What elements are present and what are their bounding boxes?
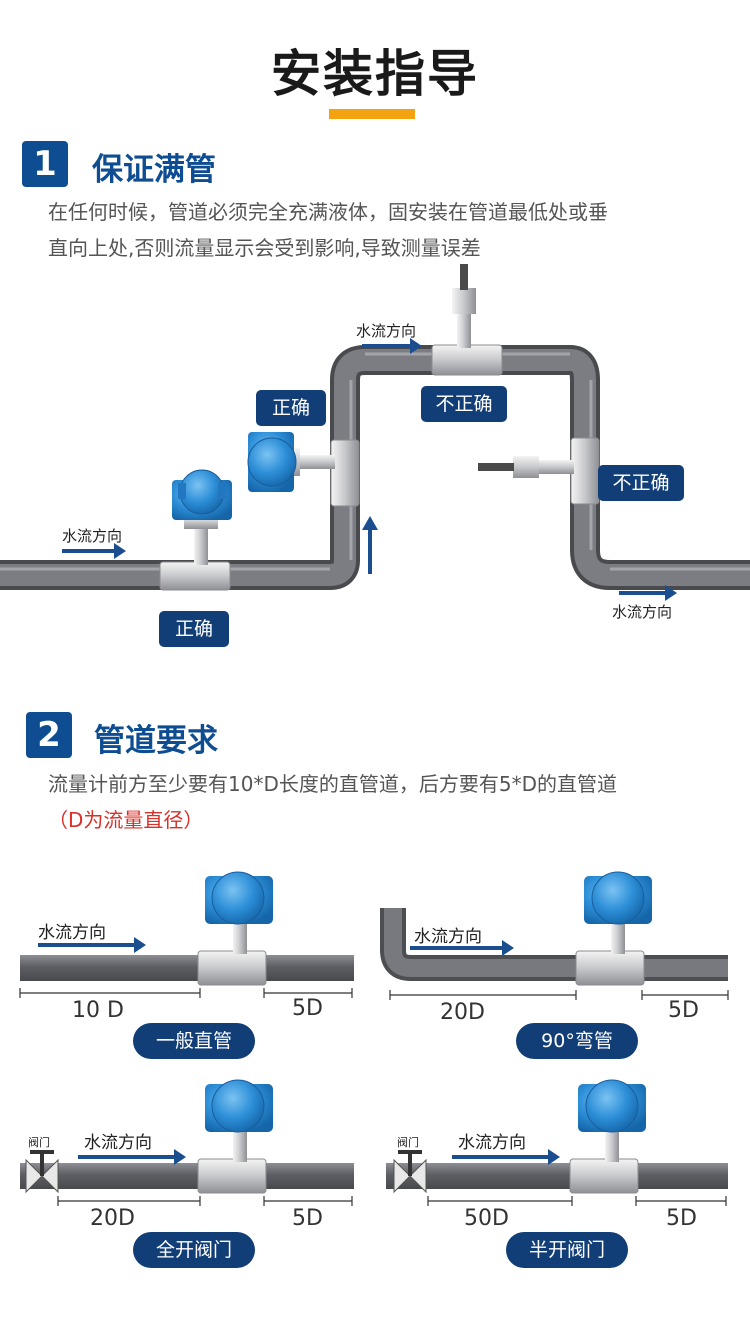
diagram-a-name: 一般直管: [133, 1023, 255, 1059]
diagram-c-valve-label: 阀门: [28, 1136, 50, 1149]
flow-arrow-icon: [62, 338, 677, 601]
section2-number: 2: [26, 712, 72, 758]
valve-icon: [25, 1150, 59, 1194]
section2-desc-line1: 流量计前方至少要有10*D长度的直管道，后方要有5*D的直管道: [48, 772, 617, 796]
diagram-d-upstream: 50D: [464, 1206, 509, 1231]
pipe-elbow: [380, 871, 728, 986]
flow-meter-icon: [159, 469, 232, 591]
diagram-d-downstream: 5D: [666, 1206, 697, 1231]
page-title: 安装指导: [271, 45, 479, 103]
badge-incorrect-1: 不正确: [421, 386, 507, 422]
badge-incorrect-2: 不正确: [598, 465, 684, 501]
diagram-d-valve-label: 阀门: [397, 1136, 419, 1149]
section1-title: 保证满管: [92, 152, 216, 188]
diagram-c-name: 全开阀门: [133, 1232, 255, 1268]
diagram-d-flow-label: 水流方向: [458, 1133, 526, 1153]
title-underline: [329, 109, 415, 119]
flow-meter-icon: [431, 264, 503, 376]
diagram-b-downstream: 5D: [668, 998, 699, 1023]
diagram-b-flow-label: 水流方向: [414, 927, 482, 947]
diagram-b-upstream: 20D: [440, 1000, 485, 1025]
flow-arrow-icon: [78, 1149, 186, 1165]
flow-meter-icon: [247, 432, 360, 507]
section1-desc-line2: 直向上处,否则流量显示会受到影响,导致测量误差: [48, 236, 481, 260]
flow-label-3: 水流方向: [612, 603, 673, 621]
flow-label-1: 水流方向: [62, 527, 123, 545]
pipe-valve-half: [386, 1079, 728, 1194]
pipe-straight: [20, 871, 354, 986]
diagram-c-upstream: 20D: [90, 1206, 135, 1231]
flow-arrow-icon: [410, 940, 514, 956]
section1-number: 1: [22, 141, 68, 187]
section2-desc-line2: （D为流量直径）: [48, 808, 204, 832]
section1-desc: 在任何时候，管道必须完全充满液体，固安装在管道最低处或垂 直向上处,否则流量显示…: [48, 194, 608, 266]
badge-correct-2: 正确: [256, 390, 326, 426]
flow-label-2: 水流方向: [356, 322, 417, 340]
flow-arrow-icon: [452, 1149, 560, 1165]
section1-desc-line1: 在任何时候，管道必须完全充满液体，固安装在管道最低处或垂: [48, 200, 608, 224]
diagram-c-flow-label: 水流方向: [84, 1133, 152, 1153]
diagram-c-downstream: 5D: [292, 1206, 323, 1231]
badge-correct-1: 正确: [159, 611, 229, 647]
valve-icon: [393, 1150, 427, 1194]
diagram-d-name: 半开阀门: [506, 1232, 628, 1268]
pipe-valve-full: [20, 1079, 354, 1194]
diagram-b-name: 90°弯管: [516, 1023, 638, 1059]
diagram-a-downstream: 5D: [292, 996, 323, 1021]
section2-title: 管道要求: [94, 723, 218, 759]
flow-arrow-icon: [38, 937, 146, 953]
section2-desc: 流量计前方至少要有10*D长度的直管道，后方要有5*D的直管道 （D为流量直径）: [48, 766, 617, 838]
flow-meter-icon: [478, 437, 600, 505]
diagram-a-upstream: 10 D: [72, 998, 124, 1023]
dimension-lines: [19, 988, 353, 998]
diagram-a-flow-label: 水流方向: [38, 923, 106, 943]
